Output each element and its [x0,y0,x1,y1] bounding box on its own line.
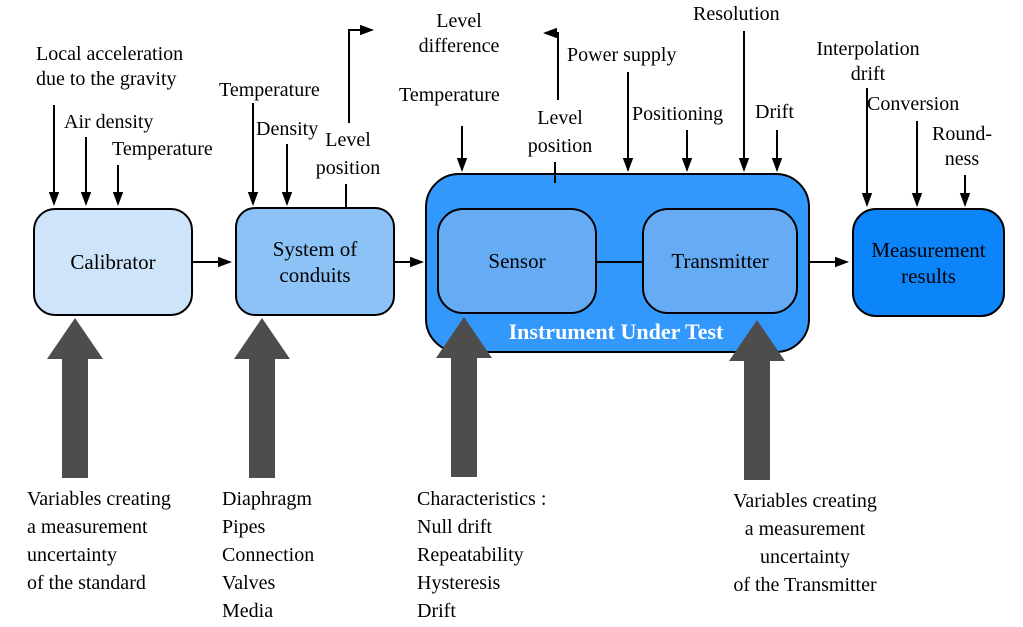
instrument-under-test-label: Instrument Under Test [508,319,724,344]
label-power-supply: Power supply [567,44,677,66]
gray-arrow-standard-uncertainty [47,318,103,478]
transmitter-box: Transmitter [642,208,798,314]
sensor-label: Sensor [488,249,546,273]
system-of-conduits-box: System of conduits [235,207,395,316]
gray-arrow-sensor-characteristics [436,317,492,477]
note-standard-uncertainty: Variables creating a measurement uncerta… [27,488,171,594]
label-temperature-iut: Temperature [399,84,500,106]
measurement-results-label: Measurement results [871,237,986,288]
label-air-density: Air density [64,111,154,133]
label-roundness: Round- ness [932,123,992,170]
label-level-position-iut: Level position [527,107,593,157]
label-conversion: Conversion [867,93,960,115]
label-density: Density [256,118,319,140]
calibrator-label: Calibrator [70,250,156,274]
arrow-level-position-to-level-difference-right [543,27,559,100]
label-drift: Drift [755,101,794,123]
label-temperature-conduits: Temperature [219,79,320,101]
measurement-results-box: Measurement results [852,208,1005,317]
transmitter-label: Transmitter [671,249,769,273]
label-local-acceleration: Local acceleration due to the gravity [36,43,184,90]
label-temperature-calibrator: Temperature [112,138,213,160]
arrow-level-position-to-level-difference-left [348,24,374,123]
note-transmitter-uncertainty: Variables creating a measurement uncerta… [733,490,877,596]
note-sensor-characteristics: Characteristics : Null drift Repeatabili… [417,488,547,622]
label-level-position-conduits: Level position [315,129,381,179]
label-level-difference: Level difference [418,10,500,57]
label-positioning: Positioning [632,103,724,125]
note-conduit-components: Diaphragm Pipes Connection Valves Media [222,488,315,622]
gray-arrow-transmitter-uncertainty [729,320,785,480]
calibrator-box: Calibrator [33,208,193,316]
label-resolution: Resolution [693,3,780,25]
system-of-conduits-label: System of conduits [272,236,358,287]
label-interpolation-drift: Interpolation drift [816,38,920,85]
gray-arrow-conduit-components [234,318,290,478]
sensor-box: Sensor [437,208,597,314]
